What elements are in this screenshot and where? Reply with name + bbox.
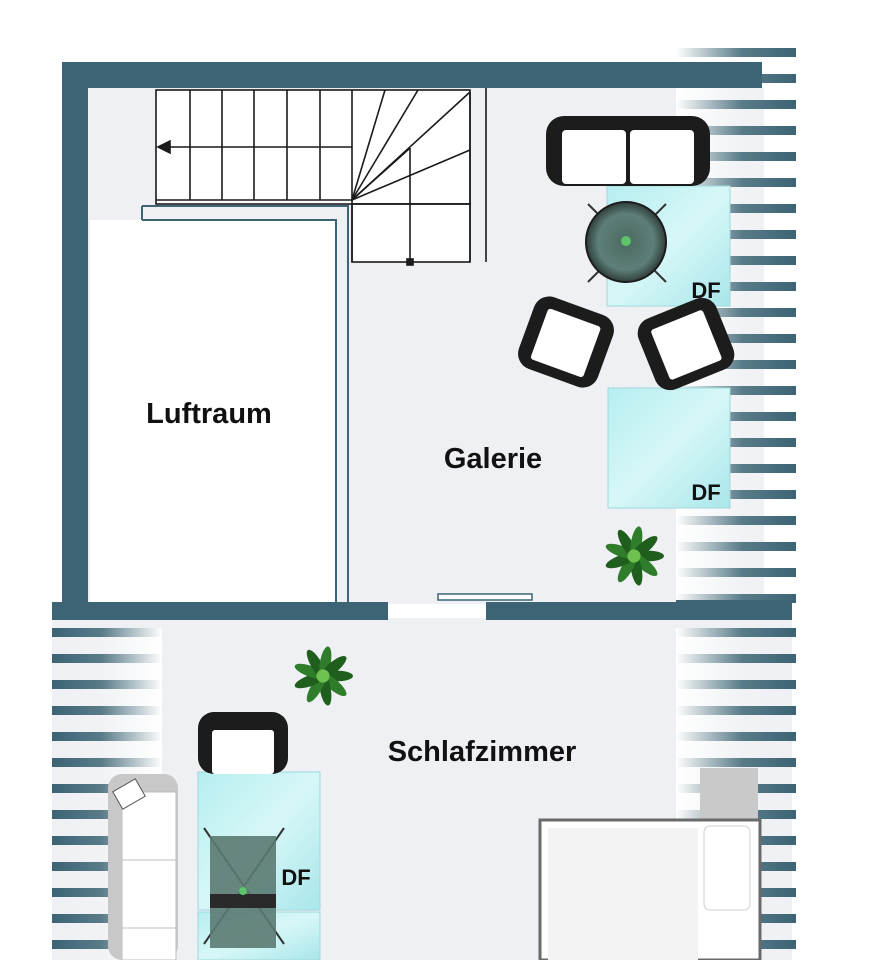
- bedroom-sofa: [108, 774, 178, 960]
- sliding-door: [437, 593, 533, 601]
- luftraum-railing: [141, 205, 349, 602]
- skylight-2: [607, 387, 731, 509]
- bed: [538, 768, 762, 960]
- plant-schlafzimmer: [294, 646, 353, 706]
- round-table: [585, 201, 667, 283]
- bedroom-table: [203, 827, 285, 948]
- room-label-galerie: Galerie: [444, 443, 542, 475]
- bedroom-armchair: [198, 712, 288, 774]
- room-label-luftraum: Luftraum: [146, 398, 272, 430]
- skylight-label-2: DF: [691, 480, 720, 505]
- skylight-label-1: DF: [691, 278, 720, 303]
- room-label-schlafzimmer: Schlafzimmer: [388, 736, 577, 768]
- armchair-right: [637, 297, 735, 391]
- luftraum-void: [90, 220, 336, 602]
- skylight-label-3: DF: [281, 865, 310, 890]
- armchair-left: [518, 296, 614, 388]
- walls: [52, 62, 792, 620]
- sofa: [546, 116, 710, 186]
- plant-galerie: [605, 526, 664, 586]
- staircase: [155, 88, 487, 266]
